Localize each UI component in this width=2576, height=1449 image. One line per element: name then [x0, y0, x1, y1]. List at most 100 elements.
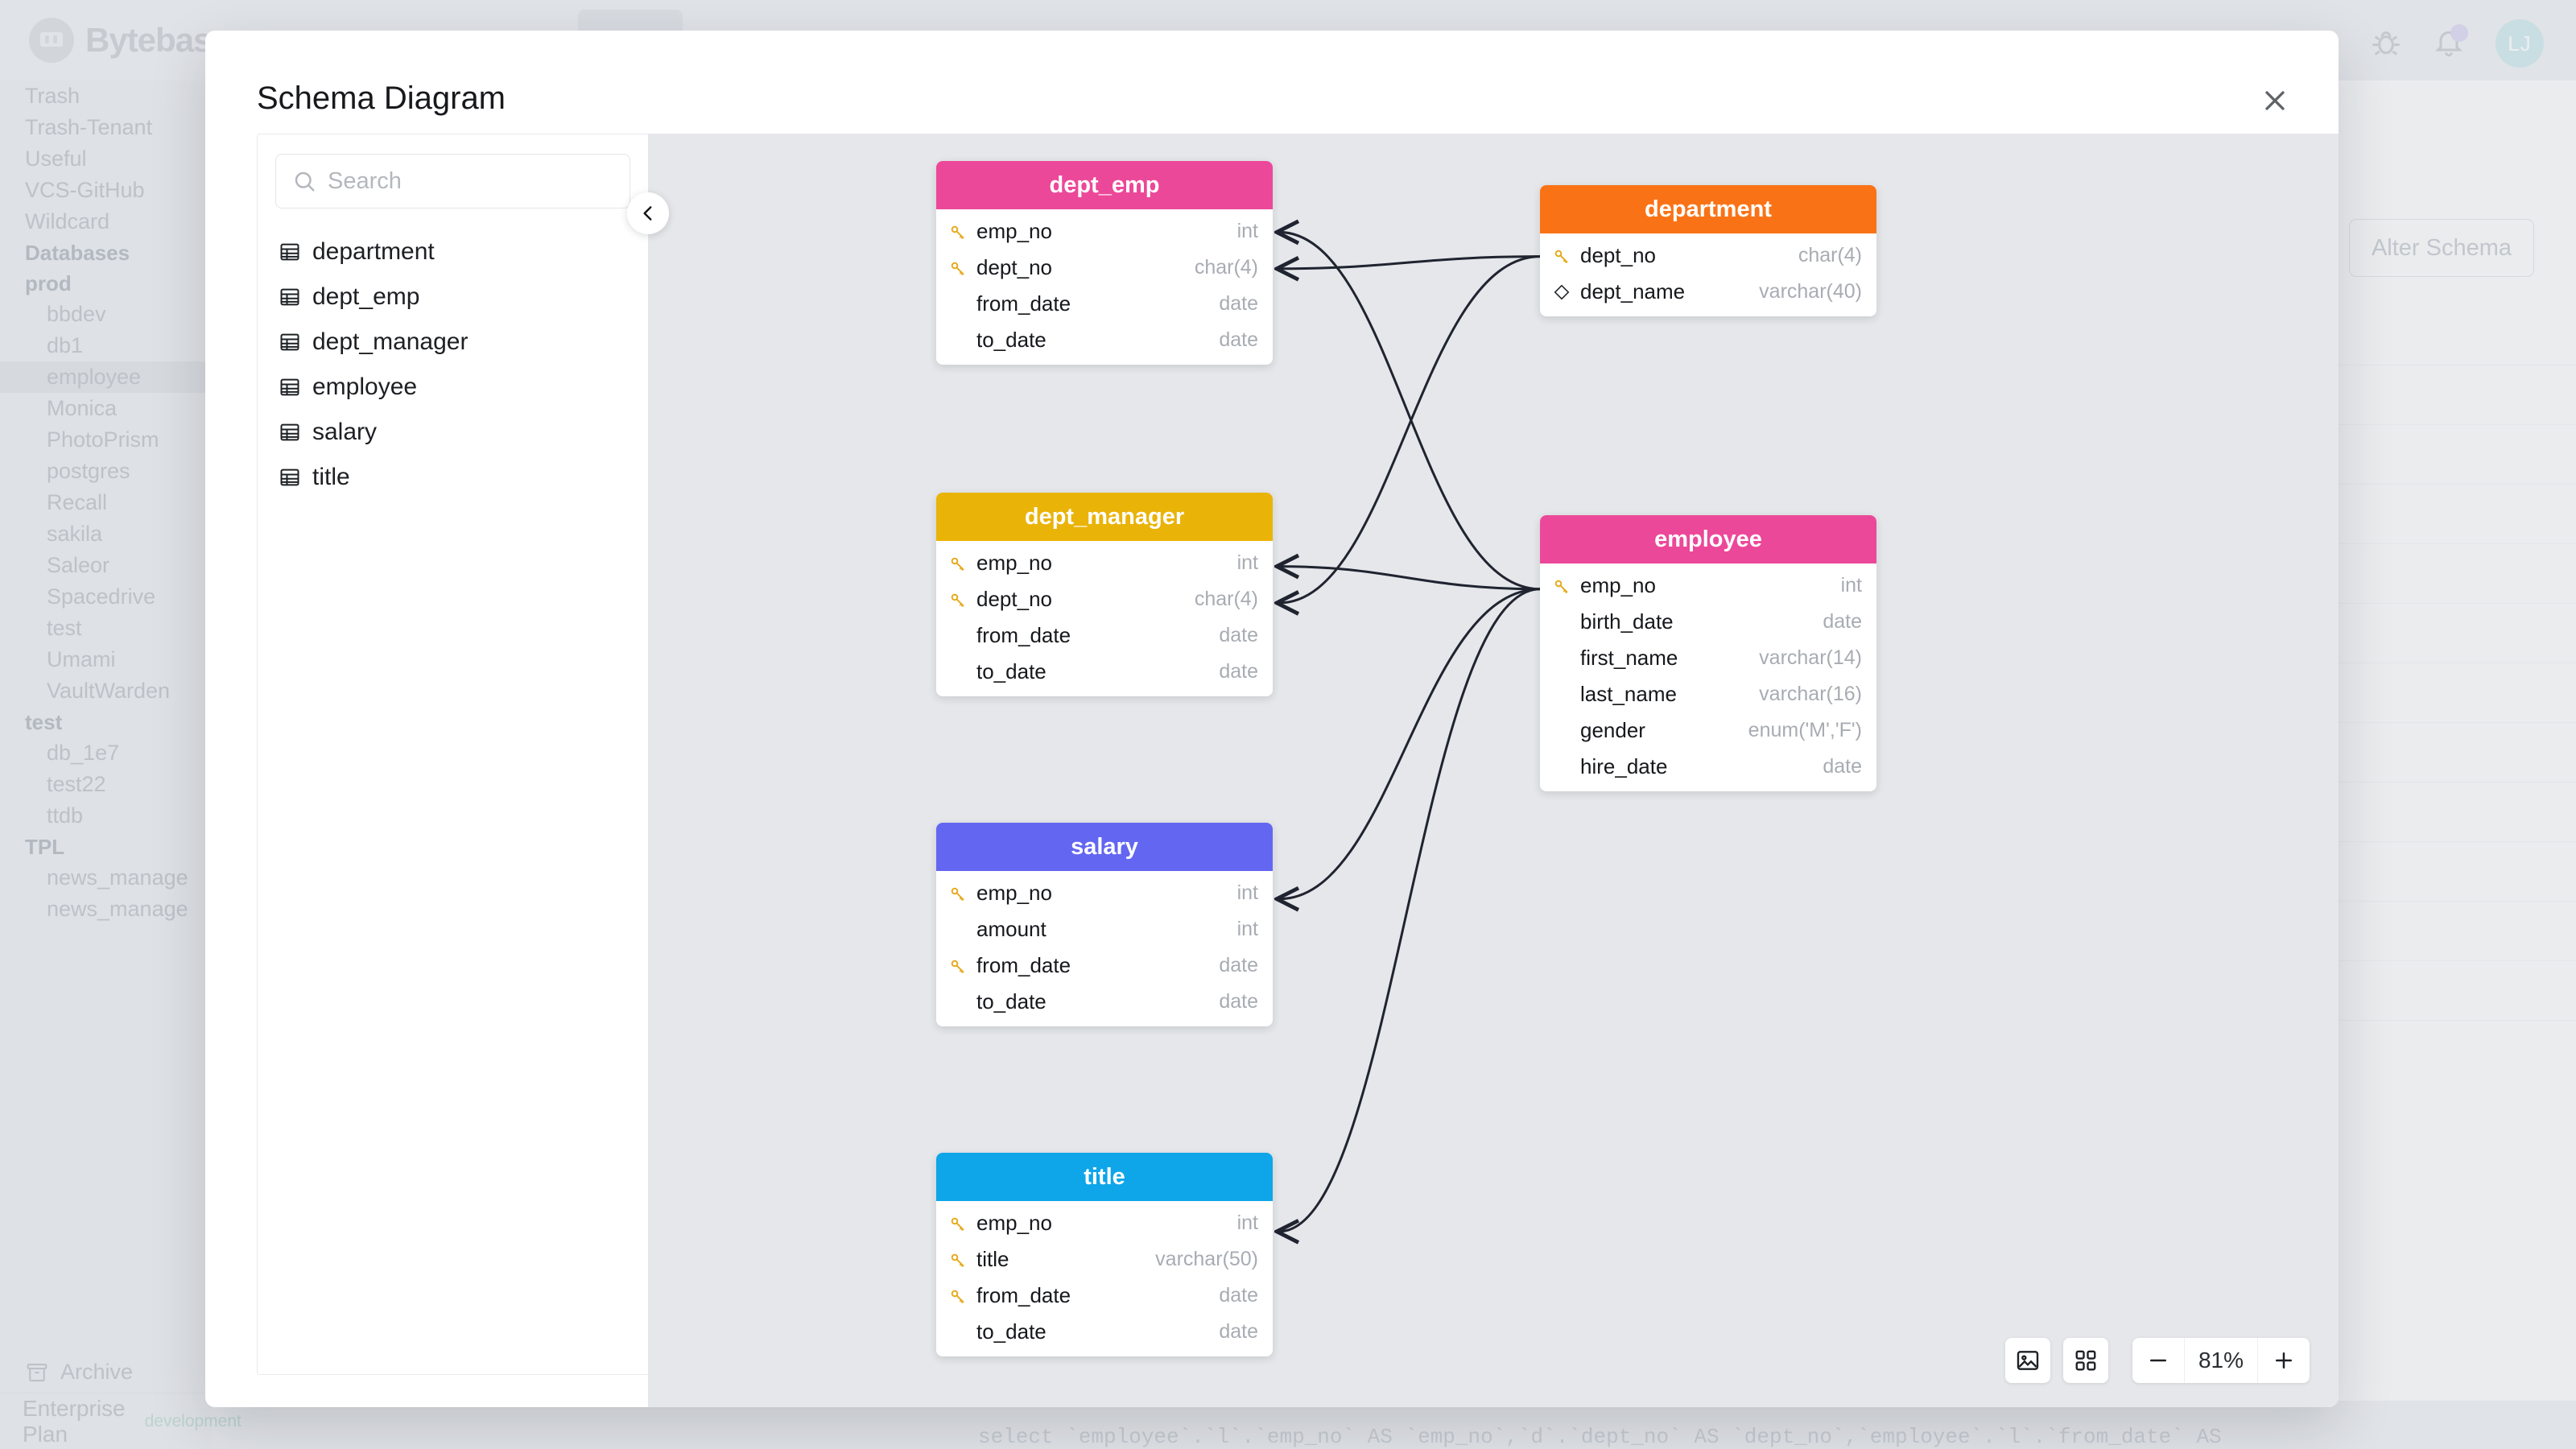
sidebar-item-ttdb[interactable]: ttdb — [47, 803, 84, 828]
sidebar-item-postgres[interactable]: postgres — [47, 459, 130, 483]
sidebar-item-spacedrive[interactable]: Spacedrive — [47, 584, 156, 609]
plan-status[interactable]: Enterprise Plan development — [0, 1393, 242, 1449]
table-list-item-label: department — [312, 238, 435, 265]
column-name: emp_no — [976, 1211, 1052, 1235]
export-image-button[interactable] — [2005, 1338, 2050, 1383]
table-list-item-title[interactable]: title — [258, 455, 648, 500]
sidebar-item-trash-tenant[interactable]: Trash-Tenant — [25, 115, 153, 139]
edge-department-to-dept_emp — [1279, 255, 1541, 269]
sidebar-item-bbdev[interactable]: bbdev — [47, 302, 106, 326]
layout-grid-button[interactable] — [2063, 1338, 2108, 1383]
sidebar-item-employee[interactable]: employee — [0, 361, 212, 393]
sidebar-item-sakila[interactable]: sakila — [47, 522, 103, 546]
zoom-in-button[interactable] — [2258, 1338, 2310, 1383]
sidebar-item-news-manage[interactable]: news_manage — [47, 897, 188, 921]
close-button[interactable] — [2253, 79, 2297, 122]
zoom-level[interactable]: 81% — [2184, 1338, 2258, 1383]
sidebar-item-prod[interactable]: prod — [25, 271, 72, 295]
key-icon — [951, 887, 964, 901]
plan-label: Enterprise Plan — [23, 1395, 126, 1447]
background-sql-preview: select `employee`.`l`.`emp_no` AS `emp_n… — [978, 1425, 2222, 1449]
column-type: date — [1823, 755, 1862, 778]
sidebar-item-db-1e7[interactable]: db_1e7 — [47, 741, 120, 765]
sidebar-item-test22[interactable]: test22 — [47, 772, 106, 796]
column-type: varchar(50) — [1155, 1248, 1258, 1270]
sidebar-item-trash[interactable]: Trash — [25, 84, 80, 108]
sidebar-item-photoprism[interactable]: PhotoPrism — [47, 427, 159, 452]
sidebar-item-vaultwarden[interactable]: VaultWarden — [47, 679, 171, 703]
sidebar-item-archive[interactable]: Archive — [0, 1360, 212, 1385]
sidebar-item-test[interactable]: test — [25, 710, 63, 734]
table-list-item-department[interactable]: department — [258, 229, 648, 275]
sidebar-item-umami[interactable]: Umami — [47, 647, 116, 671]
sidebar-item-recall[interactable]: Recall — [47, 490, 108, 514]
sidebar-item-vcs-github[interactable]: VCS-GitHub — [25, 178, 145, 202]
plan-environment: development — [144, 1411, 242, 1430]
grid-icon — [2075, 1350, 2096, 1371]
table-list-item-dept_manager[interactable]: dept_manager — [258, 320, 648, 365]
sidebar-item-wildcard[interactable]: Wildcard — [25, 209, 110, 233]
avatar[interactable]: LJ — [2496, 19, 2544, 68]
sidebar-item-useful[interactable]: Useful — [25, 147, 87, 171]
column-name: to_date — [976, 989, 1046, 1013]
sidebar-item-test[interactable]: test — [47, 616, 82, 640]
archive-icon — [27, 1363, 47, 1381]
notifications[interactable] — [2433, 23, 2468, 62]
table-node-header: dept_manager — [936, 493, 1273, 541]
sidebar-item-monica[interactable]: Monica — [47, 396, 118, 420]
bug-icon[interactable] — [2370, 27, 2402, 60]
zoom-out-button[interactable] — [2132, 1338, 2184, 1383]
sidebar-item-tpl[interactable]: TPL — [25, 835, 65, 859]
table-icon — [280, 333, 299, 351]
sidebar-item-news-manage[interactable]: news_manage — [47, 865, 188, 890]
column-name: from_date — [976, 291, 1071, 316]
table-list-item-employee[interactable]: employee — [258, 365, 648, 410]
alter-schema-button[interactable]: Alter Schema — [2349, 219, 2534, 277]
search-input[interactable]: Search — [275, 154, 630, 208]
column-type: int — [1840, 574, 1862, 597]
sidebar-item-db1[interactable]: db1 — [47, 333, 84, 357]
column-type: date — [1219, 328, 1258, 351]
sidebar-item-saleor[interactable]: Saleor — [47, 553, 110, 577]
table-list-item-salary[interactable]: salary — [258, 410, 648, 455]
table-node-header: employee — [1540, 515, 1876, 564]
table-list-item-dept_emp[interactable]: dept_emp — [258, 275, 648, 320]
collapse-panel-button[interactable] — [627, 192, 669, 234]
